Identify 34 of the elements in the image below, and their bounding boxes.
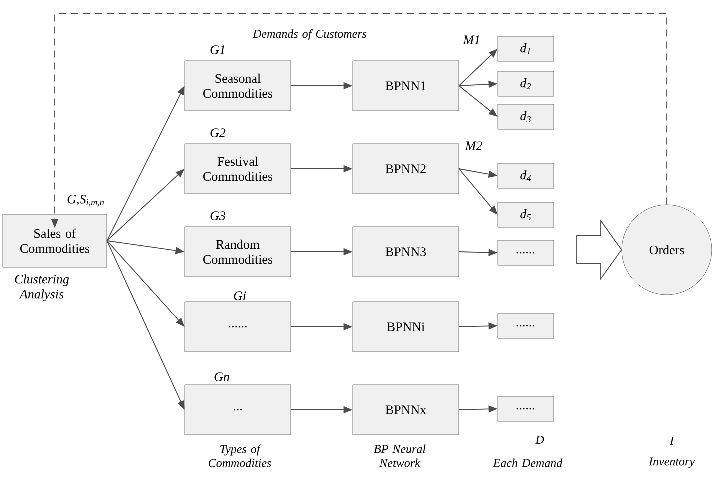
process-box: ... <box>184 384 292 436</box>
process-box: Festival Commodities <box>184 144 292 194</box>
node-caption: M1 <box>463 36 480 44</box>
process-box: BPNN2 <box>352 144 460 194</box>
node-caption: Gn <box>214 372 230 382</box>
node-caption: G,S$_{i,m,n}$ <box>68 195 104 207</box>
demand-box: d$_{4}$ <box>498 163 554 189</box>
annotation-label: Each Demand <box>493 458 563 468</box>
node-caption: Clustering Analysis <box>15 274 70 302</box>
demand-box: d$_{2}$ <box>498 71 554 97</box>
demand-box: ...... <box>498 396 554 422</box>
node-caption: Gi <box>234 292 246 300</box>
node-caption: G1 <box>210 46 225 54</box>
demand-box: d$_{5}$ <box>498 202 554 228</box>
process-box: ...... <box>184 302 292 352</box>
process-box: BPNN1 <box>352 60 460 112</box>
annotation-label: D <box>536 436 544 444</box>
node-caption: G3 <box>210 212 226 220</box>
process-box: Random Commodities <box>184 226 292 278</box>
process-box: BPNNx <box>352 384 460 436</box>
annotation-label: Demands of Customers <box>252 30 367 40</box>
demand-box: d$_{1}$ <box>498 36 554 62</box>
annotation-label: Inventory <box>648 458 695 468</box>
block-arrow <box>576 220 622 280</box>
process-box: Seasonal Commodities <box>184 60 292 112</box>
demand-box: ...... <box>498 313 554 339</box>
node-caption: M2 <box>465 142 482 150</box>
demand-box: d$_{3}$ <box>498 104 554 130</box>
annotation-label: I <box>670 437 674 445</box>
node-caption: G2 <box>210 128 226 138</box>
demand-box: ...... <box>498 240 554 266</box>
process-box: BPNN3 <box>352 226 460 278</box>
process-box: Sales of Commodities <box>2 214 108 268</box>
process-box: BPNNi <box>352 302 460 352</box>
